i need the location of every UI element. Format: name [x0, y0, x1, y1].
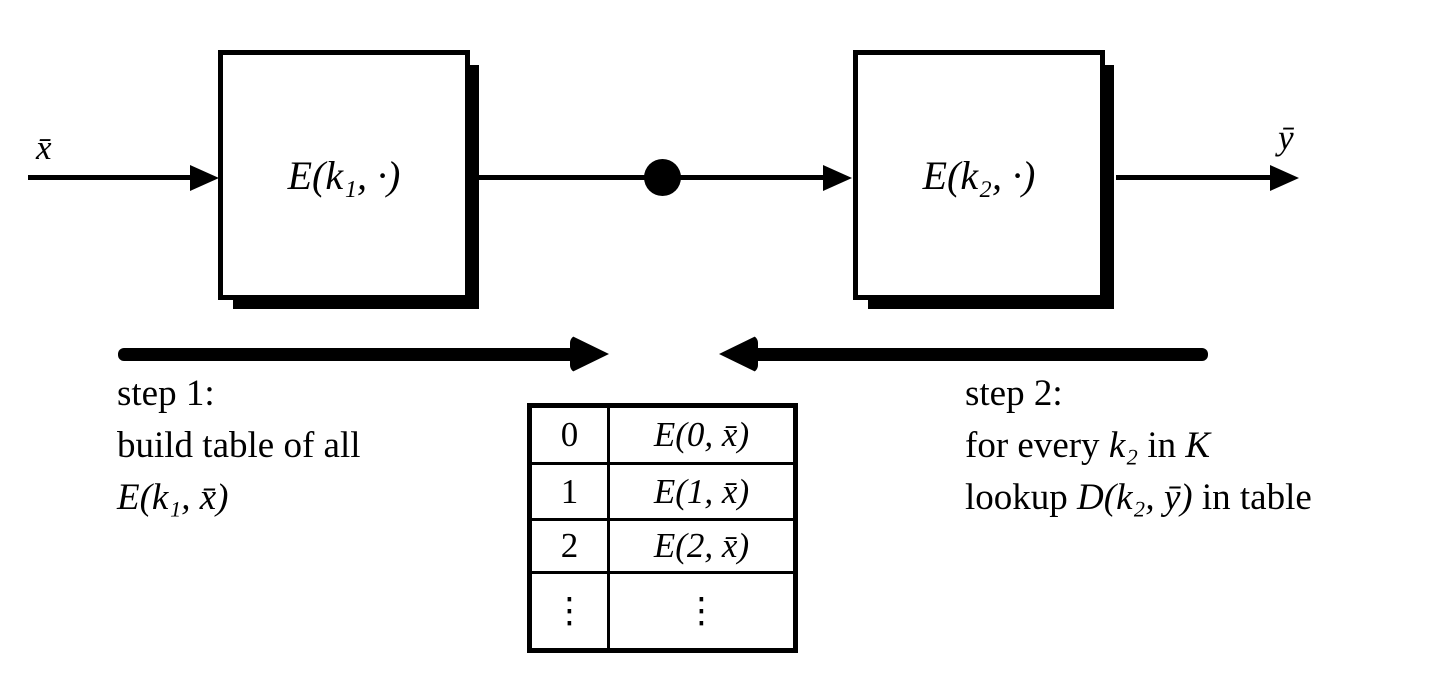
- step1-text: step 1: build table of all E(k₁, x̄): [117, 368, 361, 524]
- table-value-cell: E(1, x̄): [653, 471, 750, 511]
- step2-line2-mid: in: [1138, 425, 1186, 466]
- table-row: 2 E(2, x̄): [532, 521, 793, 574]
- step2-line3-math: D(k₂, ȳ): [1077, 477, 1193, 518]
- step2-line3-post: in table: [1192, 477, 1312, 518]
- table-key-cell: 2: [532, 521, 610, 571]
- table-value-cell: E(0, x̄): [653, 415, 750, 454]
- input-arrowhead-icon: [190, 165, 219, 191]
- step2-arrow-shaft: [752, 348, 1208, 361]
- encryption-box-2: E(k₂, ·): [853, 50, 1105, 300]
- middle-arrowhead-icon: [823, 165, 852, 191]
- table-value-cell: E(2, x̄): [653, 526, 750, 565]
- step2-arrowhead-icon: [719, 335, 758, 373]
- lookup-table: 0 E(0, x̄) 1 E(1, x̄) 2 E(2, x̄) ⋮ ⋮: [527, 403, 798, 653]
- table-row: 0 E(0, x̄): [532, 408, 793, 465]
- step2-line2-pre: for every: [965, 425, 1109, 466]
- output-label: ȳ: [1278, 118, 1294, 157]
- step2-line2: for every k₂ in K: [965, 420, 1312, 472]
- step2-keyspace-symbol: K: [1185, 425, 1211, 466]
- input-arrow-shaft: [28, 175, 193, 180]
- output-arrowhead-icon: [1270, 165, 1299, 191]
- step1-line1: step 1:: [117, 373, 215, 414]
- encryption-box-1-label: E(k₁, ·): [287, 152, 401, 198]
- step2-text: step 2: for every k₂ in K lookup D(k₂, ȳ…: [965, 368, 1312, 524]
- step1-line2: build table of all: [117, 425, 361, 466]
- junction-dot: [644, 159, 681, 196]
- input-label: x̄: [36, 128, 52, 167]
- step2-line2-math: k₂: [1108, 425, 1139, 466]
- step1-arrowhead-icon: [570, 335, 609, 373]
- table-key-cell: 0: [532, 408, 610, 462]
- step1-arrow-shaft: [118, 348, 576, 361]
- step1-line3: E(k₁, x̄): [117, 477, 229, 518]
- encryption-box-2-label: E(k₂, ·): [922, 152, 1036, 198]
- table-value-cell: ⋮: [684, 591, 719, 630]
- step2-line3-pre: lookup: [965, 477, 1078, 518]
- encryption-box-1: E(k₁, ·): [218, 50, 470, 300]
- table-row: ⋮ ⋮: [532, 574, 793, 648]
- table-key-cell: 1: [532, 465, 610, 518]
- table-row: 1 E(1, x̄): [532, 465, 793, 521]
- output-arrow-shaft: [1116, 175, 1272, 180]
- step2-line3: lookup D(k₂, ȳ) in table: [965, 472, 1312, 524]
- step2-line1: step 2:: [965, 373, 1063, 414]
- table-key-cell: ⋮: [532, 574, 610, 648]
